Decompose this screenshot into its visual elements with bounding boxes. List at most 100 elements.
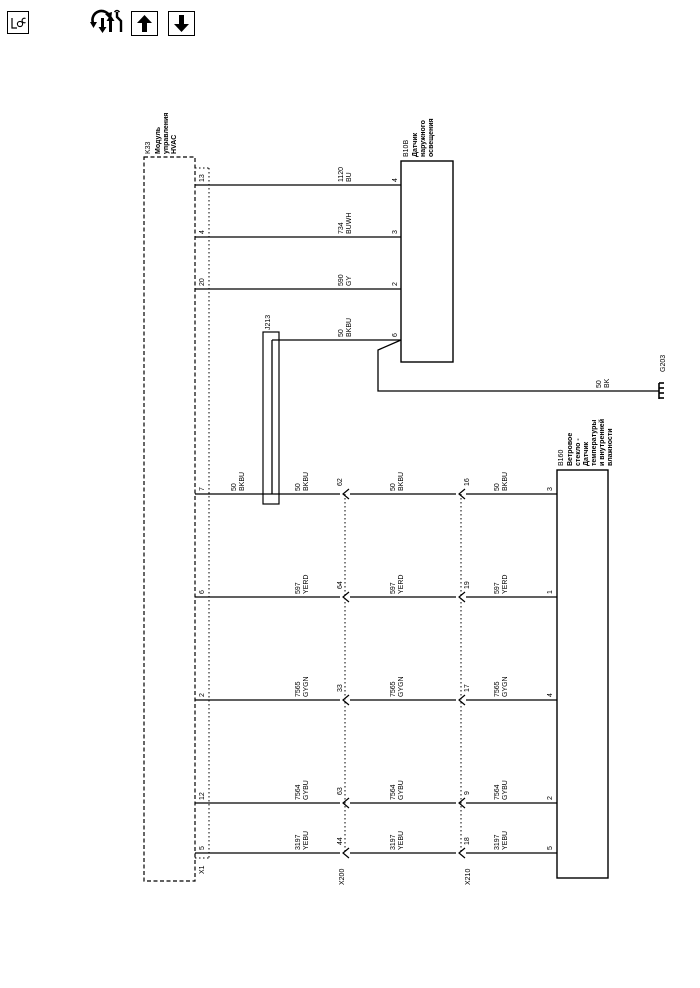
bottom-wire-3-seg2-circuit: 7565 xyxy=(390,681,397,697)
bottom-wire-4-seg2-color: GYBU xyxy=(398,780,405,800)
b160-name-2: стекло - xyxy=(575,438,582,466)
bottom-wire-1-seg2-circuit: 50 xyxy=(295,483,302,491)
bottom-wire-4-seg3-circuit: 7564 xyxy=(494,784,501,800)
k33-name-3: HVAC xyxy=(171,135,178,154)
top-wire-3-b10b-pin: 2 xyxy=(392,282,399,286)
b160-name-5: и внутренней xyxy=(598,419,606,466)
bottom-wire-2-seg2-circuit: 597 xyxy=(390,582,397,594)
top-wire-4-color: BKBU xyxy=(346,318,353,337)
bottom-wire-5-seg3-circuit: 3197 xyxy=(494,834,501,850)
top-wire-2-color: BUWH xyxy=(346,213,353,234)
ground-circuit: 50 xyxy=(596,380,603,388)
location-button[interactable] xyxy=(7,11,29,34)
bottom-wire-1-seg1-color: BKBU xyxy=(239,472,246,491)
bottom-wire-4-b160-pin: 2 xyxy=(547,796,554,800)
arrow-up-button[interactable] xyxy=(131,11,158,36)
bottom-wire-4-seg3-color: GYBU xyxy=(502,780,509,800)
b10b-name-3: освещения xyxy=(428,118,435,157)
top-wire-4-circuit: 50 xyxy=(338,329,345,337)
bottom-wire-5-seg2-color: YEBU xyxy=(398,831,405,850)
top-wire-4-b10b-pin: 6 xyxy=(392,333,399,337)
x210-label: X210 xyxy=(465,869,472,885)
ground-color: BK xyxy=(604,378,611,388)
bottom-wire-5-b160-pin: 5 xyxy=(547,846,554,850)
top-wire-1-b10b-pin: 4 xyxy=(392,178,399,182)
k33-id: K33 xyxy=(145,141,152,154)
splice-j213-box xyxy=(262,331,280,505)
bottom-wire-1-x200-pin: 62 xyxy=(337,478,344,486)
bottom-wire-4-seg1-color: GYBU xyxy=(303,780,310,800)
bottom-wire-1-seg4-circuit: 50 xyxy=(494,483,501,491)
bottom-wire-1-seg1-circuit: 50 xyxy=(231,483,238,491)
b160-id: B160 xyxy=(558,450,565,466)
top-wire-3-k33-pin: 20 xyxy=(199,278,206,286)
bottom-wire-3-seg2-color: GYGN xyxy=(398,676,405,697)
ground-g203-label: G203 xyxy=(660,355,667,372)
bottom-wire-2-seg1-color: YERD xyxy=(303,575,310,594)
ground-wire xyxy=(377,339,659,392)
bottom-wire-3-k33-pin: 2 xyxy=(199,693,206,697)
ground-g203-symbol xyxy=(658,382,664,399)
bottom-wire-4-seg2-circuit: 7564 xyxy=(390,784,397,800)
bottom-wire-3-seg1-circuit: 7565 xyxy=(295,681,302,697)
top-wire-1-color: BU xyxy=(346,172,353,182)
x200-label: X200 xyxy=(339,869,346,885)
b160-name-1: Ветровое xyxy=(567,433,574,466)
bottom-wire-4-x200-pin: 63 xyxy=(337,787,344,795)
b160-sensor-box xyxy=(556,469,609,879)
b160-name-4: температуры xyxy=(591,420,598,466)
bottom-wire-2-seg3-circuit: 597 xyxy=(494,582,501,594)
bottom-wire-1-x210-pin: 16 xyxy=(464,478,471,486)
bottom-wire-3-b160-pin: 4 xyxy=(547,693,554,697)
bottom-wire-4-k33-pin: 12 xyxy=(199,792,206,800)
b160-name-6: влажности xyxy=(607,428,614,466)
b10b-sensor-box xyxy=(400,160,454,363)
diagram-labels: K33 Модуль управления HVAC B10B Датчик н… xyxy=(145,113,667,885)
bottom-wire-5-seg3-color: YEBU xyxy=(502,831,509,850)
top-wire-1-k33-pin: 13 xyxy=(199,174,206,182)
bottom-wire-5-x200-pin: 44 xyxy=(337,837,344,845)
bottom-wire-2-b160-pin: 1 xyxy=(547,590,554,594)
bottom-wire-5-x210-pin: 18 xyxy=(464,837,471,845)
bottom-wire-5-k33-pin: 5 xyxy=(199,846,206,850)
bottom-wire-1-b160-pin: 3 xyxy=(547,487,554,491)
bottom-wire-2-seg3-color: YERD xyxy=(502,575,509,594)
top-wire-1-circuit: 1120 xyxy=(338,167,345,182)
bottom-wire-1-seg2-color: BKBU xyxy=(303,472,310,491)
bottom-wire-3-seg3-color: GYGN xyxy=(502,676,509,697)
top-wire-2-circuit: 734 xyxy=(338,222,345,234)
bottom-wire-2-k33-pin: 6 xyxy=(199,590,206,594)
arrow-down-icon xyxy=(168,11,195,36)
b10b-name-2: наружного xyxy=(420,120,427,157)
k33-name-2: управления xyxy=(163,113,170,154)
bottom-wire-3-seg3-circuit: 7565 xyxy=(494,681,501,697)
b160-name-3: Датчик xyxy=(583,441,590,466)
bottom-wire-1-seg3-color: BKBU xyxy=(398,472,405,491)
tools-icon xyxy=(90,9,123,33)
bottom-wire-4-seg1-circuit: 7564 xyxy=(295,784,302,800)
bottom-wire-2-x200-pin: 64 xyxy=(337,581,344,589)
bottom-wire-5-seg2-circuit: 3197 xyxy=(390,834,397,850)
x1-label: X1 xyxy=(199,865,206,874)
diagram-lines xyxy=(143,156,664,882)
bottom-wire-2-x210-pin: 19 xyxy=(464,581,471,589)
bottom-wire-1-seg3-circuit: 50 xyxy=(390,483,397,491)
b10b-id: B10B xyxy=(403,140,410,157)
bottom-wire-2-seg1-circuit: 597 xyxy=(295,582,302,594)
bottom-wire-5-seg1-circuit: 3197 xyxy=(295,834,302,850)
bottom-wire-1-k33-pin: 7 xyxy=(199,487,206,491)
b10b-name-1: Датчик xyxy=(412,132,419,157)
arrow-down-button[interactable] xyxy=(168,11,195,36)
bottom-wires xyxy=(195,493,557,854)
top-wire-3-circuit: 590 xyxy=(338,274,345,286)
k33-name-1: Модуль xyxy=(155,126,162,154)
k33-module-box xyxy=(143,156,196,882)
arrow-up-icon xyxy=(131,11,158,36)
splice-j213-label: J213 xyxy=(265,315,272,330)
tools-button[interactable] xyxy=(88,8,125,35)
location-icon xyxy=(7,11,29,34)
bottom-wire-2-seg2-color: YERD xyxy=(398,575,405,594)
bottom-wire-3-x210-pin: 17 xyxy=(464,684,471,692)
bottom-wire-4-x210-pin: 9 xyxy=(464,791,471,795)
